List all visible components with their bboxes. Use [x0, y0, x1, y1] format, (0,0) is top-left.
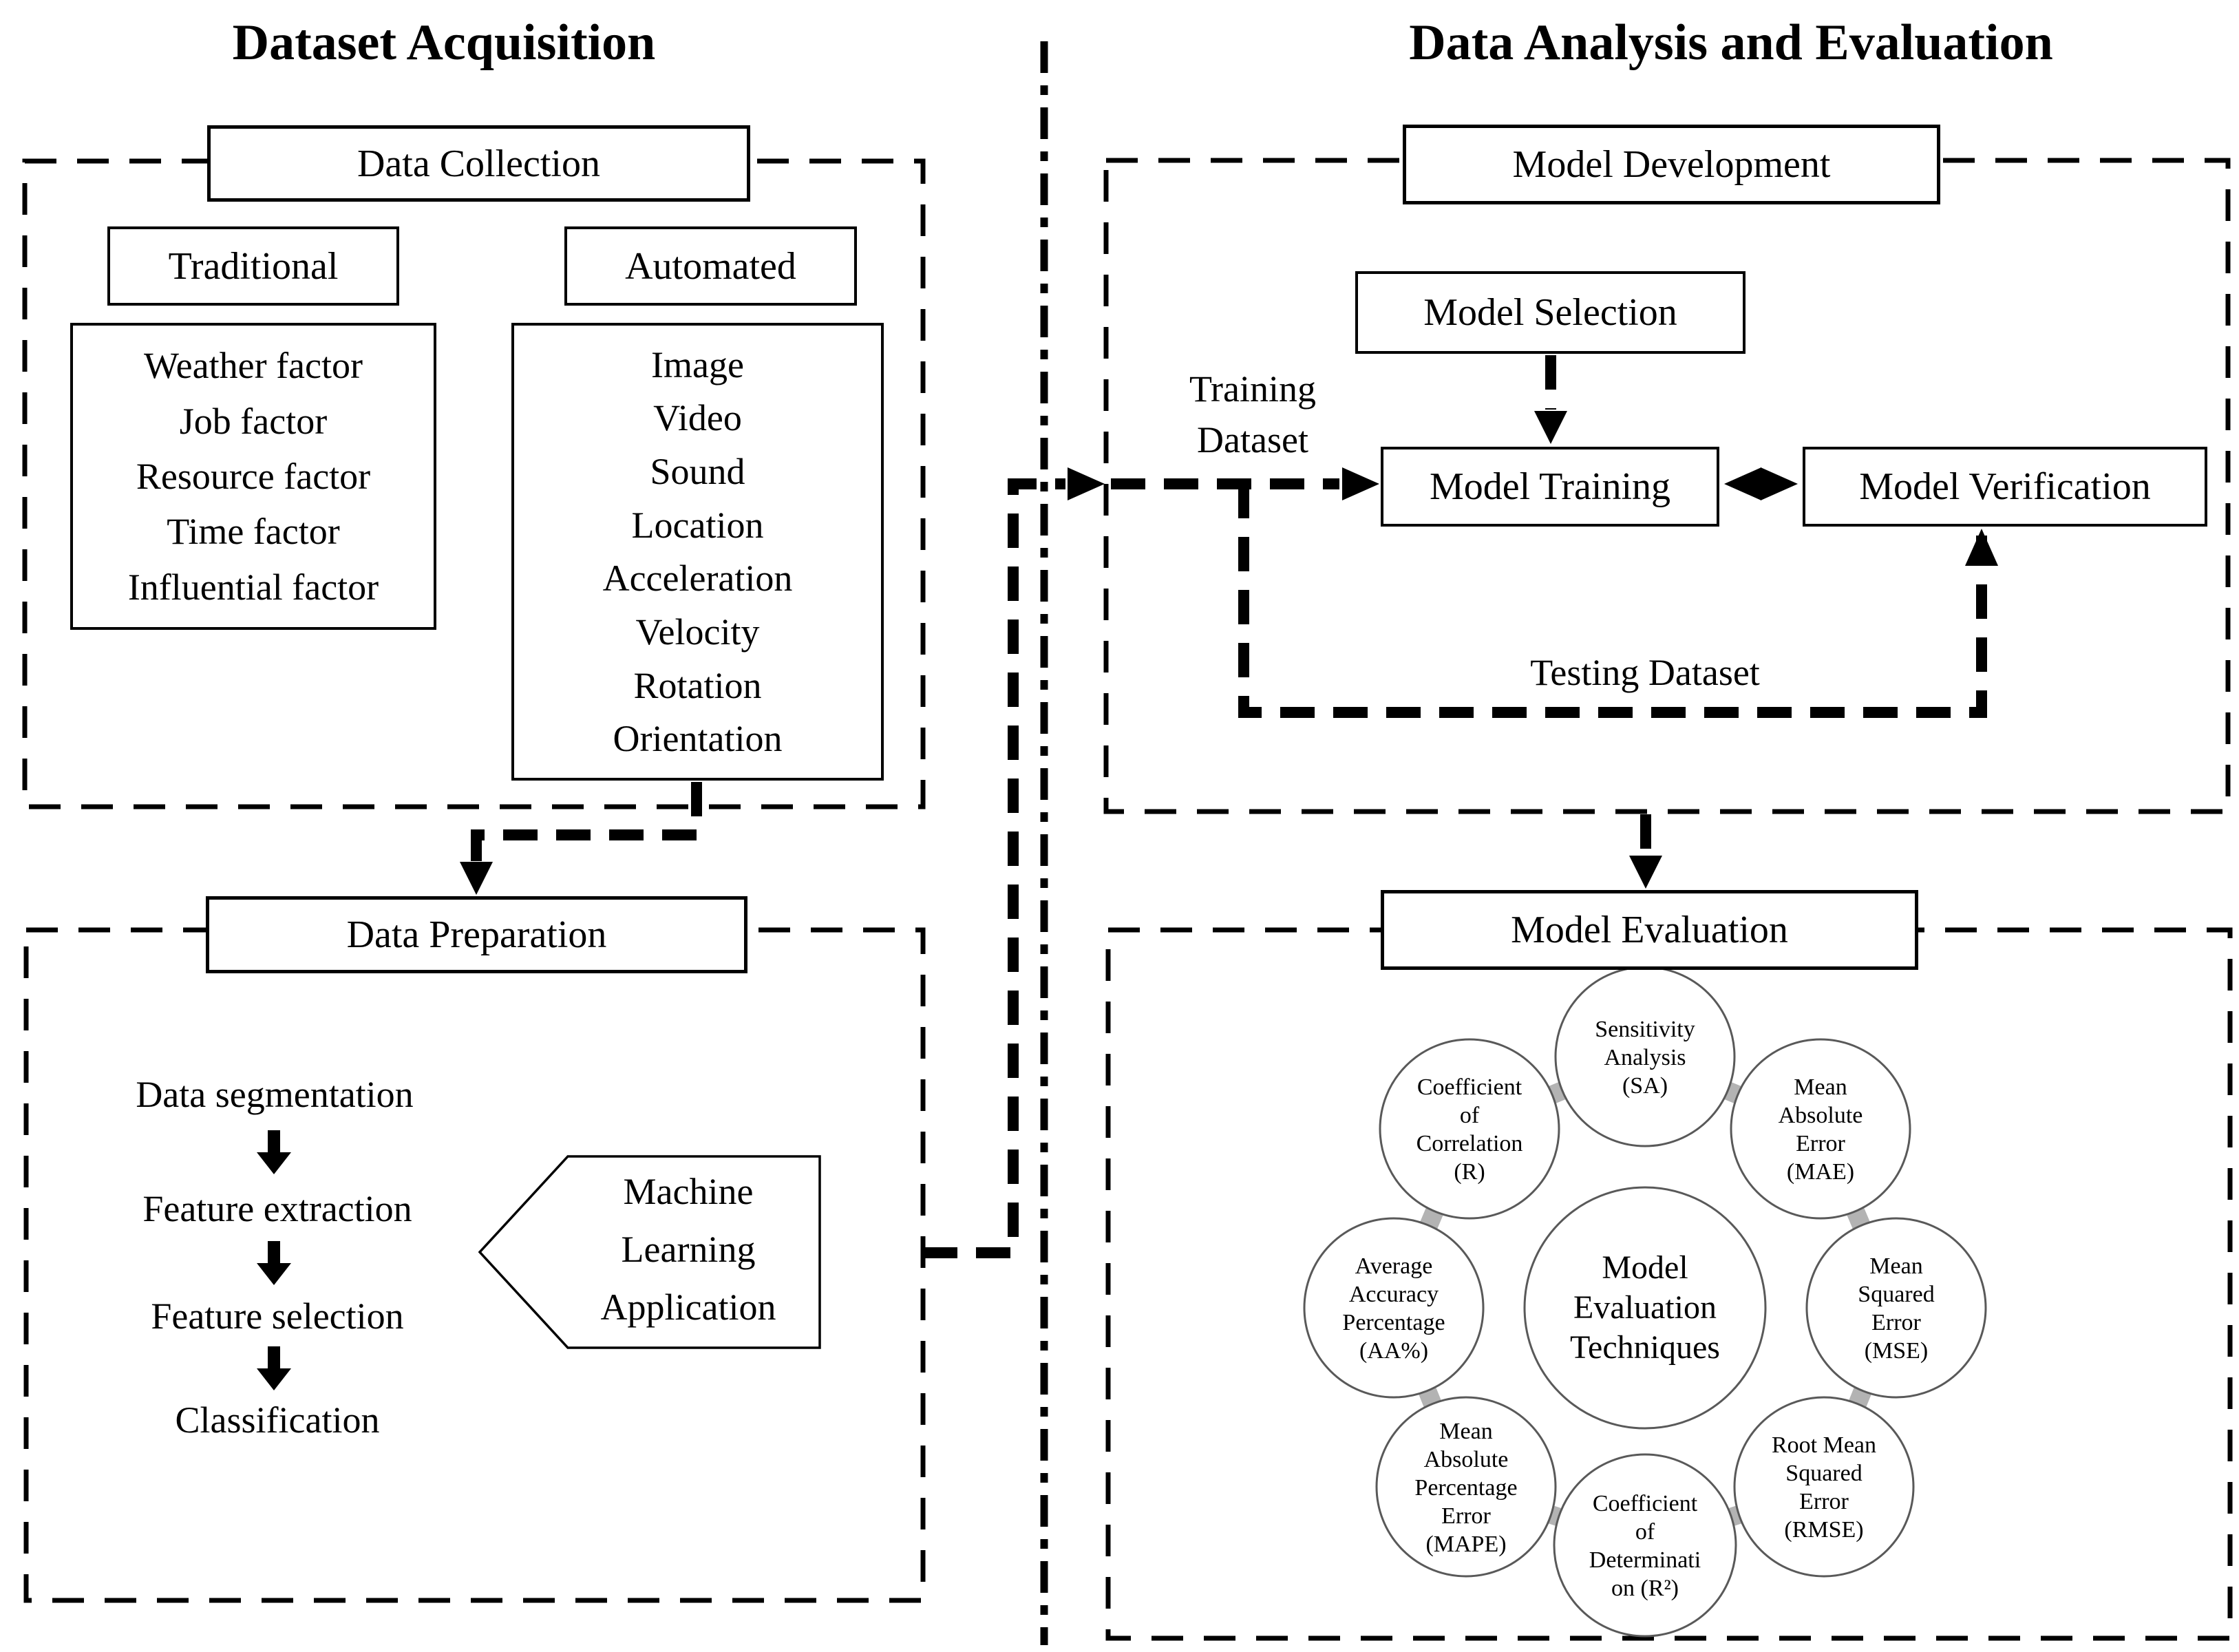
arrowhead-up-into-model-verification: [1965, 529, 1998, 566]
rmse-circle: [1733, 1396, 1915, 1578]
automated-box: Automated: [564, 226, 857, 306]
flow-step-feature-selection: Feature selection: [151, 1295, 404, 1337]
technique-circle-center-label: Model Evaluation Techniques: [1570, 1249, 1720, 1366]
technique-label-mae: Mean Absolute Error (MAE): [1778, 1074, 1863, 1185]
coefficient-correlation-circle: [1379, 1038, 1560, 1220]
arrowhead-down-into-model-evaluation: [1629, 856, 1662, 889]
model-development-header-box: Model Development: [1403, 125, 1940, 204]
technique-label-mse: Mean Squared Error (MSE): [1858, 1253, 1935, 1364]
list-item: Image: [651, 343, 744, 385]
ml-application-pentagon: [478, 1155, 821, 1349]
list-item: Video: [653, 397, 742, 439]
technique-label-r: Coefficient of Correlation (R): [1416, 1074, 1523, 1185]
ml-application-label: Machine Learning Application: [600, 1171, 776, 1328]
mean-squared-error-circle: [1805, 1217, 1987, 1399]
technique-label-mape: Mean Absolute Percentage Error (MAPE): [1414, 1418, 1518, 1557]
arrowhead-into-model-training: [1342, 467, 1379, 500]
mean-absolute-error-circle: [1730, 1038, 1911, 1220]
flow-step-data-segmentation: Data segmentation: [136, 1074, 414, 1115]
arrow-extraction-to-selection: [257, 1241, 291, 1285]
technique-label-rmse: Root Mean Squared Error (RMSE): [1771, 1432, 1877, 1543]
arrowhead-left-into-model-training: [1724, 467, 1761, 500]
list-item: Velocity: [635, 611, 760, 653]
arrow-segmentation-to-extraction: [257, 1130, 291, 1174]
collection-to-preparation-connector: [471, 782, 702, 865]
list-item: Acceleration: [602, 558, 793, 600]
list-item: Resource factor: [136, 455, 371, 497]
list-item: Time factor: [167, 511, 340, 553]
technique-circles: [1303, 966, 1987, 1638]
flow-step-classification: Classification: [175, 1399, 380, 1441]
model-development-dashed-frame: [1103, 158, 2231, 814]
average-accuracy-circle: [1303, 1217, 1485, 1399]
technique-label-r2: Coefficient of Determinati on (R²): [1589, 1491, 1701, 1601]
model-verification-box: Model Verification: [1803, 447, 2207, 527]
coefficient-determination-circle: [1553, 1453, 1737, 1638]
traditional-factors-list: Weather factor Job factor Resource facto…: [70, 323, 436, 630]
flow-step-feature-extraction: Feature extraction: [142, 1188, 412, 1229]
technique-label-aa: Average Accuracy Percentage (AA%): [1342, 1253, 1445, 1364]
list-item: Weather factor: [144, 345, 363, 387]
arrow-selection-to-classification: [257, 1346, 291, 1390]
model-evaluation-header-box: Model Evaluation: [1381, 890, 1918, 970]
list-item: Influential factor: [127, 566, 379, 608]
data-preparation-header-box: Data Preparation: [206, 896, 747, 973]
list-item: Location: [631, 504, 764, 546]
list-item: Job factor: [179, 400, 328, 442]
technique-label-sa: Sensitivity Analysis (SA): [1595, 1016, 1695, 1099]
arrowhead-right-into-model-verification: [1761, 467, 1798, 500]
right-section-title: Data Analysis and Evaluation: [1409, 14, 2053, 71]
arrowhead-down-into-data-preparation: [460, 862, 493, 895]
testing-dataset-connector: [1238, 484, 1987, 718]
model-evaluation-techniques-circle: [1523, 1186, 1767, 1430]
traditional-box: Traditional: [107, 226, 399, 306]
automated-signals-list: Image Video Sound Location Acceleration …: [511, 323, 884, 781]
list-item: Rotation: [633, 664, 762, 706]
list-item: Orientation: [613, 718, 783, 760]
model-selection-box: Model Selection: [1355, 271, 1745, 354]
list-item: Sound: [650, 451, 745, 493]
training-dataset-label: Training Dataset: [1189, 368, 1317, 460]
model-training-box: Model Training: [1381, 447, 1719, 527]
testing-dataset-label: Testing Dataset: [1530, 652, 1760, 693]
mape-circle: [1375, 1396, 1557, 1578]
arrowhead-down-into-model-training: [1534, 411, 1567, 444]
arrowhead-right-at-frame-edge: [1068, 467, 1105, 500]
left-section-title: Dataset Acquisition: [232, 14, 656, 71]
model-evaluation-dashed-frame: [1105, 927, 2233, 1641]
flow-arrows: [257, 1130, 291, 1390]
data-collection-header-box: Data Collection: [207, 125, 750, 202]
